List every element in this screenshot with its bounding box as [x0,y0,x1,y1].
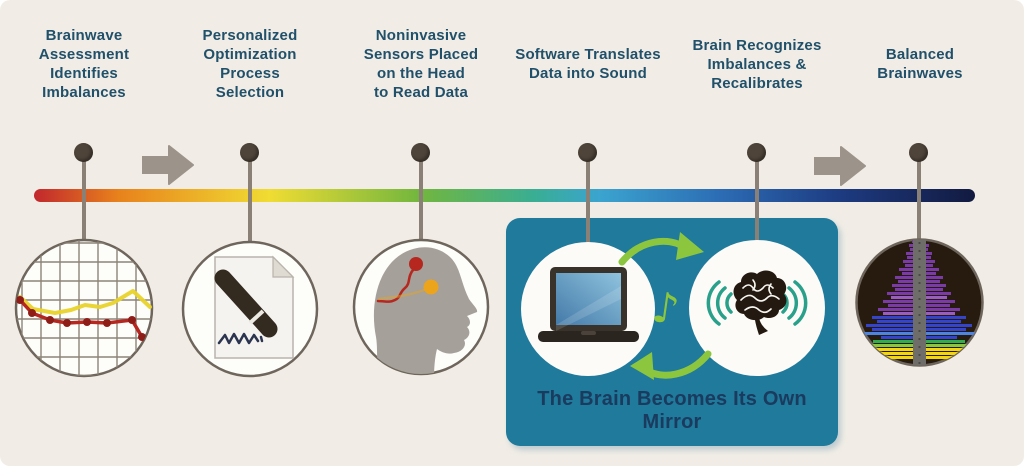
step-label-balanced: Balanced Brainwaves [877,46,963,82]
step-label-sensors: Noninvasive Sensors Placed on the Head t… [363,27,479,101]
timeline-node-6 [909,143,928,162]
music-note-icon: ♪ [649,282,682,334]
sensor-lead-red [376,268,415,303]
flow-arrow-icon [814,146,866,186]
loop-arrow-bottom [642,350,712,379]
spectrogram-bars [859,239,979,366]
step-label-software: Software Translates Data into Sound [515,46,661,82]
brain-gyri [740,279,780,314]
timeline-node-5 [747,143,766,162]
head-sensors-icon [352,238,490,376]
laptop-base [538,331,639,342]
laptop-icon [521,242,655,376]
timeline-bar [34,189,975,202]
brain-stem [755,318,768,335]
timeline-node-3 [411,143,430,162]
step-label-optimization: Personalized Optimization Process Select… [202,27,298,101]
signature-scribble [217,332,264,345]
timeline-stem-4 [586,152,590,244]
sensor-dot-red [409,257,423,271]
line-chart-icon [14,238,154,378]
flow-arrow-icon [142,145,194,185]
feedback-loop-arrows: ♪ [618,232,712,380]
timeline-stem-5 [755,152,759,244]
timeline-node-4 [578,143,597,162]
timeline-stem-3 [419,152,423,244]
spectrogram-icon [855,238,984,367]
spectrogram-center-column [913,239,926,366]
loop-arrowhead-top [676,232,704,260]
sensor-dot-yellow [423,279,439,295]
sensor-lead-yellow [377,288,426,301]
laptop-screen [556,273,621,325]
timeline-node-2 [240,143,259,162]
timeline-stem-6 [917,152,921,244]
brain-soundwaves-icon [689,240,825,376]
timeline-stem-1 [82,152,86,244]
timeline-stem-2 [248,152,252,244]
chart-yellow-line [18,289,152,315]
head-silhouette [373,247,478,374]
pen [214,269,278,338]
loop-arrowhead-bottom [630,352,654,380]
chart-red-points [16,296,146,341]
step-label-assessment: Brainwave Assessment Identifies Imbalanc… [38,27,130,101]
step-label-recalibration: Brain Recognizes Imbalances & Recalibrat… [692,37,822,92]
brain [733,270,787,321]
pen-ring [248,309,265,325]
mirror-box-caption: The Brain Becomes Its Own Mirror [537,388,807,433]
timeline-node-1 [74,143,93,162]
document-pen-icon [181,240,319,378]
document-fold [272,255,295,278]
